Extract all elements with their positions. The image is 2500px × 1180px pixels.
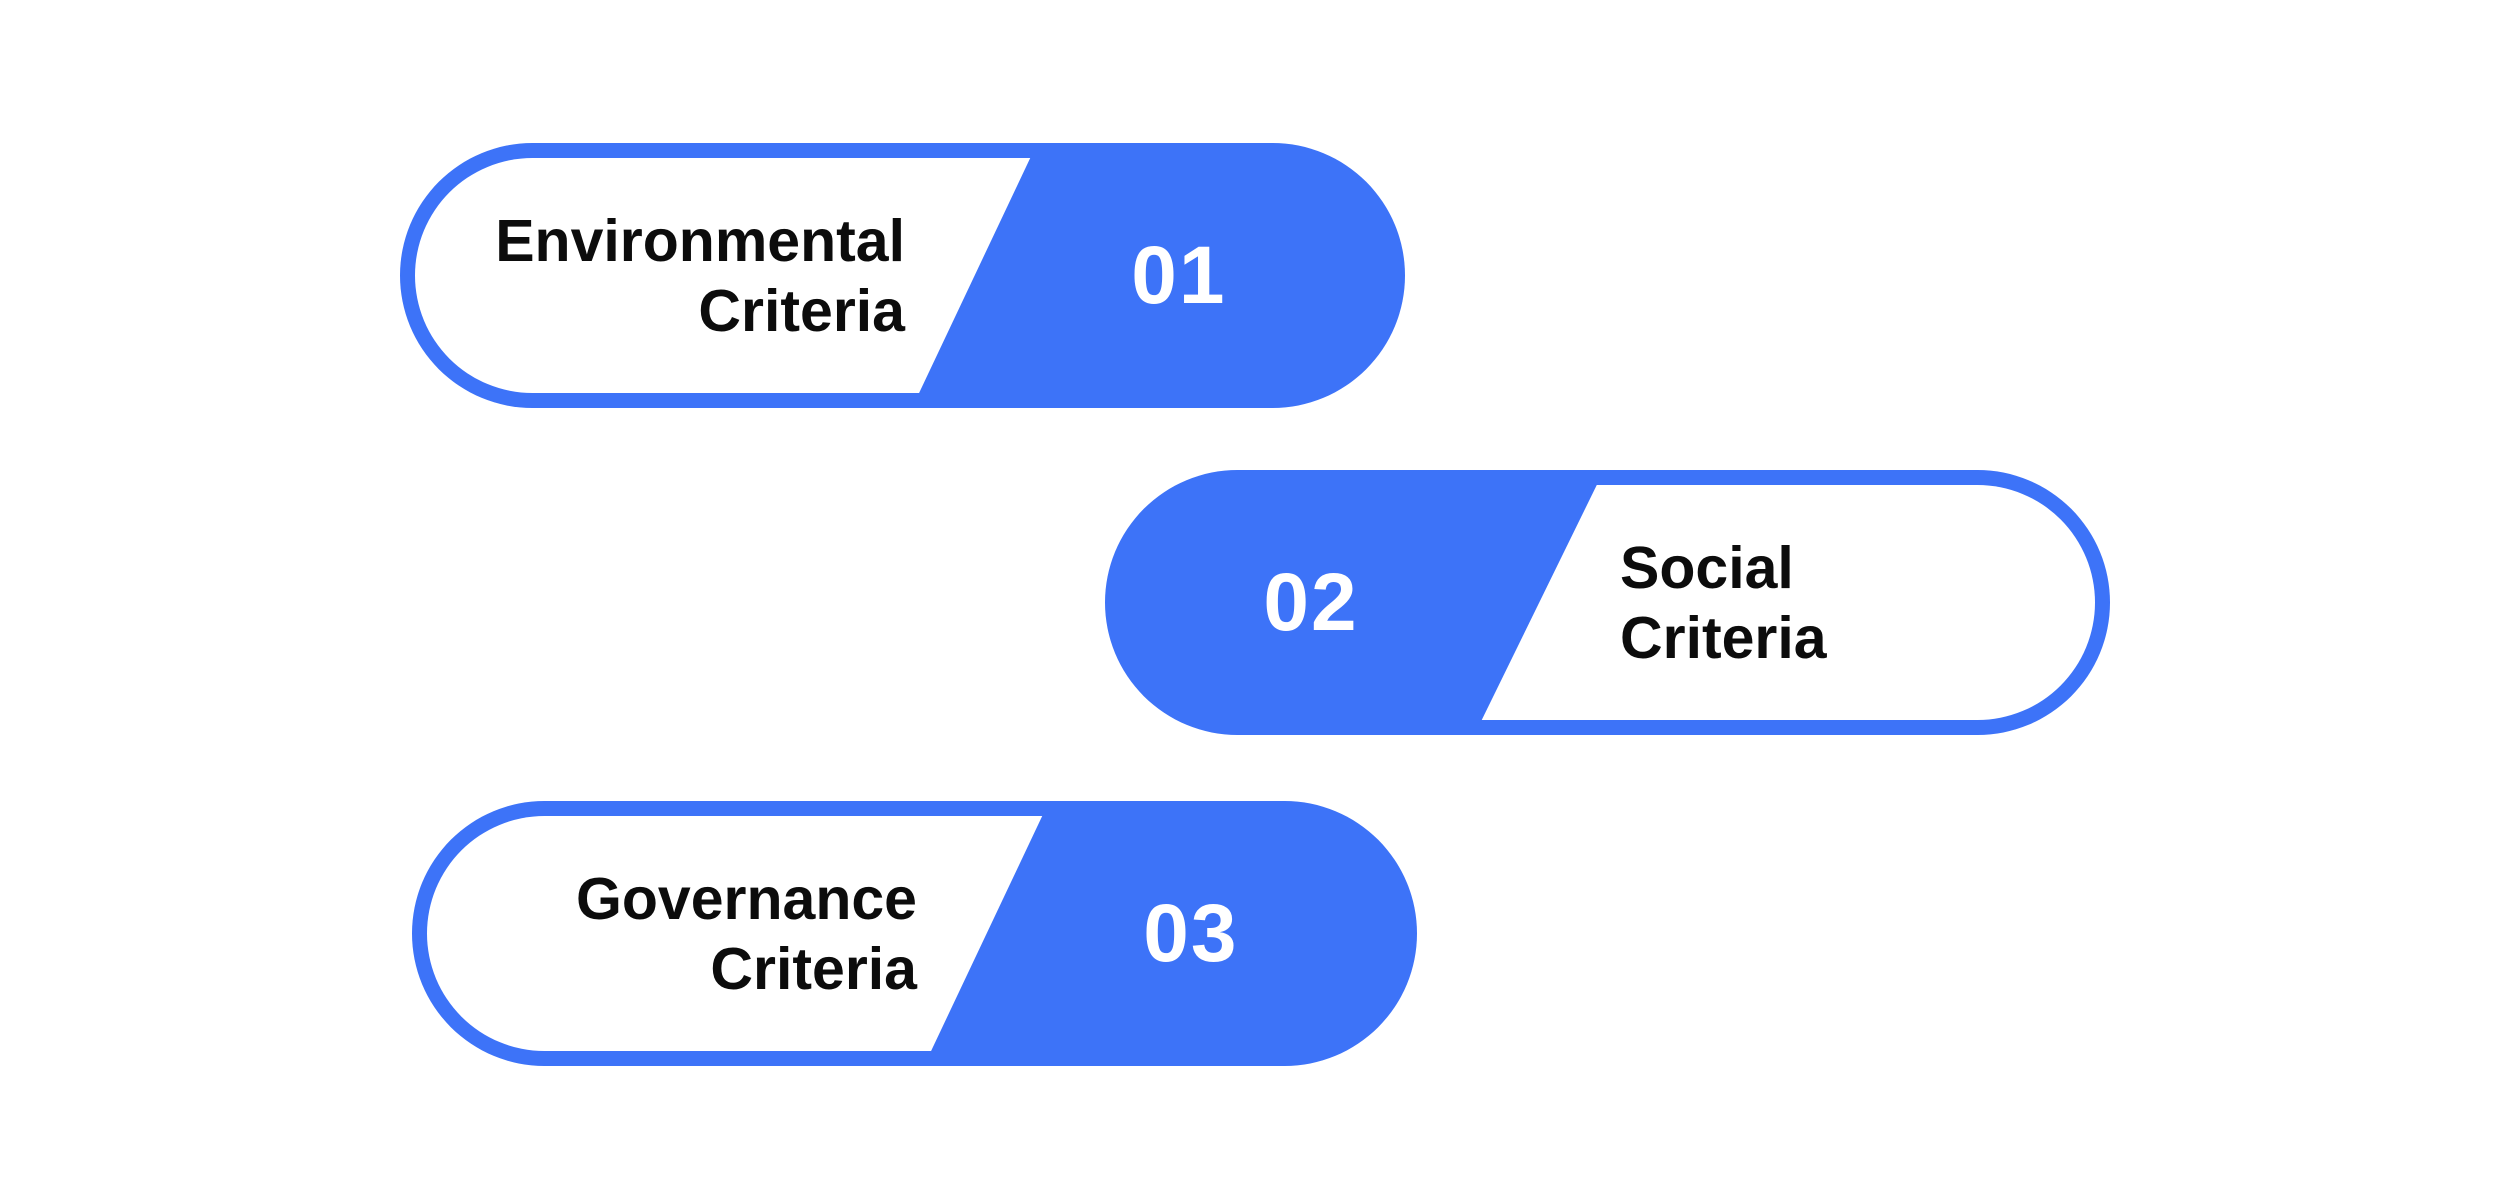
- pill-social-criteria: Social Criteria 02: [1105, 470, 2110, 735]
- pill-social-label: Social Criteria: [1620, 534, 1827, 671]
- pill-environmental-white-panel: [415, 158, 1031, 393]
- pill-environmental-number: 01: [1131, 229, 1227, 321]
- pill-governance-number: 03: [1143, 887, 1239, 979]
- pill-environmental-criteria: Environmental Criteria 01: [400, 143, 1405, 408]
- pill-environmental-label: Environmental Criteria: [495, 207, 905, 344]
- pill-governance-label: Governance Criteria: [575, 865, 917, 1002]
- pill-governance-white-panel: [427, 816, 1043, 1051]
- pill-social-number: 02: [1263, 556, 1359, 648]
- pill-social-white-panel: [1481, 485, 2095, 720]
- pill-governance-criteria: Governance Criteria 03: [412, 801, 1417, 1066]
